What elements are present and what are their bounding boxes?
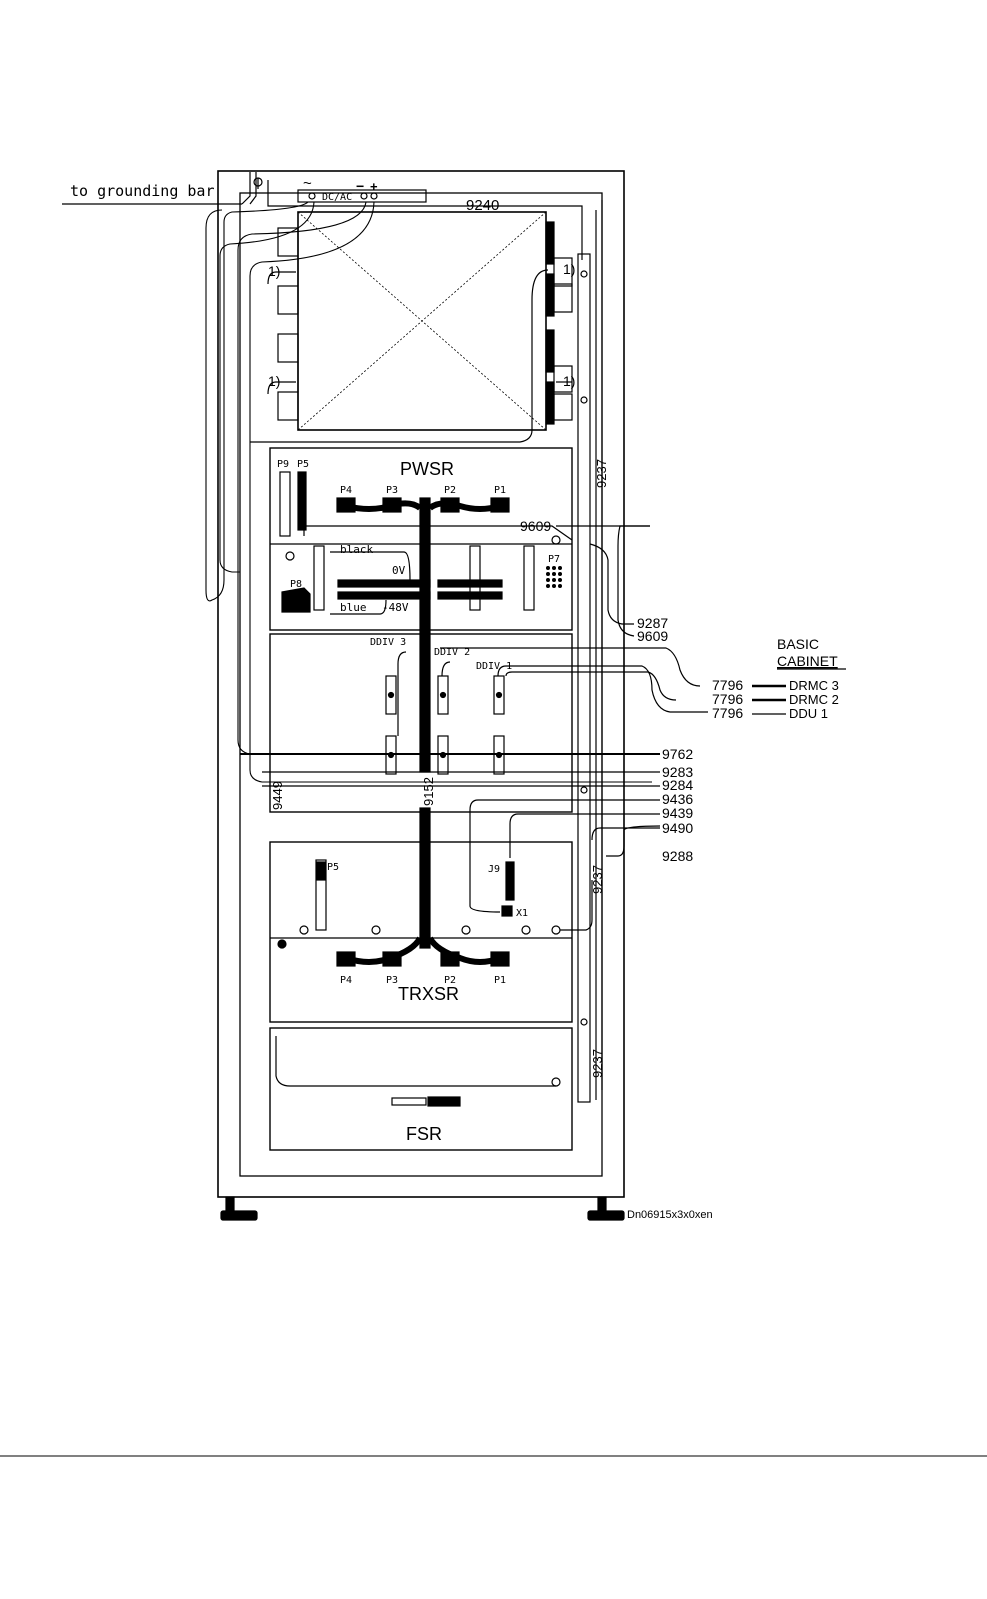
note-1-left-bottom: 1)	[268, 373, 280, 389]
trxsr-j9-label: J9	[488, 864, 500, 875]
pwsr-p5-label: P5	[297, 459, 309, 470]
ddiv-2-label: DDIV 2	[434, 647, 470, 658]
cable-9762-label: 9762	[662, 746, 693, 762]
dc-ac-label: DC/AC	[322, 192, 352, 203]
pwsr-p7-label: P7	[548, 554, 560, 565]
fsr-label: FSR	[406, 1124, 442, 1144]
trxsr-p5-label: P5	[327, 862, 339, 873]
pwsr-p9-label: P9	[277, 459, 289, 470]
fan-unit	[250, 212, 572, 442]
central-trunk	[420, 498, 430, 772]
cable-9288-label: 9288	[662, 848, 693, 864]
trxsr-connector-label: P4	[340, 975, 352, 986]
ddiv-3-label: DDIV 3	[370, 637, 406, 648]
pwsr-label: PWSR	[400, 459, 454, 479]
cable-9490-label: 9490	[662, 820, 693, 836]
drawing-id: Dn06915x3x0xen	[627, 1209, 713, 1221]
pwsr-connector-label: P3	[386, 485, 398, 496]
cable-9240-line	[268, 180, 582, 260]
trxsr-connector-p4	[337, 952, 355, 966]
trxsr-connector-label: P1	[494, 975, 506, 986]
basic-link-target-label: DDU 1	[789, 706, 828, 721]
note-1-right-top: 1)	[563, 261, 575, 277]
trxsr-connector-p1	[491, 952, 509, 966]
cabinet-label: CABINET	[777, 653, 838, 669]
cable-9436-line	[470, 800, 660, 912]
ac-symbol: ~	[303, 175, 312, 192]
grommet	[552, 536, 560, 544]
plus-symbol: +	[370, 179, 378, 194]
central-trunk-lower	[420, 808, 430, 948]
pwsr-p8-label: P8	[290, 579, 302, 590]
trxsr-x1-label: X1	[516, 908, 528, 919]
pwsr-connector-label: P4	[340, 485, 352, 496]
trxsr-connector-p3	[383, 952, 401, 966]
trxsr-connector-label: P3	[386, 975, 398, 986]
cable-9237-label-bottom: 9237	[590, 1049, 605, 1078]
basic-label: BASIC	[777, 636, 819, 652]
zero-v-label: 0V	[392, 564, 406, 577]
cable-9288-line	[606, 826, 660, 856]
blue-wire-label: blue	[340, 601, 367, 614]
cable-9439-label: 9439	[662, 805, 693, 821]
basic-link-target-label: DRMC 3	[789, 678, 839, 693]
grounding-bar-label: to grounding bar	[70, 182, 215, 200]
minus-48v-label: -48V	[382, 601, 409, 614]
trxsr-connector-p2	[441, 952, 459, 966]
pwsr-connector-label: P1	[494, 485, 506, 496]
ddiv-1-label: DDIV 1	[476, 661, 512, 672]
trxsr-label: TRXSR	[398, 984, 459, 1004]
cable-9439-line	[510, 814, 660, 858]
cable-9152-label: 9152	[421, 777, 436, 806]
note-1-left-top: 1)	[268, 263, 280, 279]
cable-9237-label-top: 9237	[594, 459, 609, 488]
black-wire-label: black	[340, 543, 373, 556]
cable-9609-label-lower: 9609	[637, 628, 668, 644]
cable-9609-label-upper: 9609	[520, 518, 551, 534]
pwsr-connector-label: P2	[444, 485, 456, 496]
note-1-right-bottom: 1)	[563, 373, 575, 389]
minus-symbol: −	[356, 178, 364, 194]
basic-link-target-label: DRMC 2	[789, 692, 839, 707]
cable-9449-label: 9449	[270, 781, 285, 810]
basic-link-cable-label: 7796	[712, 705, 743, 721]
right-cable-duct	[578, 200, 602, 1102]
